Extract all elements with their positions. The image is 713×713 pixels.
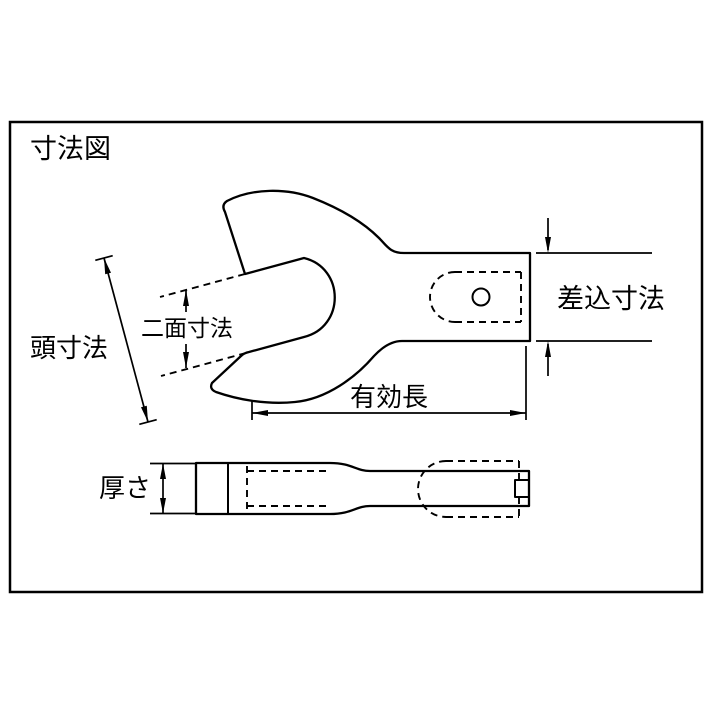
insertion-dimension: 差込寸法 xyxy=(536,218,665,376)
thickness-arrow-top xyxy=(160,463,166,479)
thickness-dimension: 厚さ xyxy=(99,462,196,515)
eff-length-arrow-right xyxy=(510,410,526,416)
side-tang-round-hidden xyxy=(417,460,447,518)
top-view-wrench xyxy=(159,189,532,404)
upper-flat-extension xyxy=(159,273,246,298)
effective-length-dimension: 有効長 xyxy=(251,346,527,420)
eff-length-arrow-left xyxy=(252,410,268,416)
diagram-title: 寸法図 xyxy=(30,134,111,164)
insertion-arrow-bottom xyxy=(545,341,551,357)
wrench-outline xyxy=(209,189,532,404)
flats-dim-arrow-top xyxy=(183,290,189,306)
head-dim-line xyxy=(103,257,149,423)
insertion-dimension-label: 差込寸法 xyxy=(557,284,665,314)
pin-hole xyxy=(471,287,491,307)
across-flats-label: 二面寸法 xyxy=(141,315,233,341)
side-view-outline xyxy=(194,461,531,516)
head-dim-arrow-bottom xyxy=(141,405,148,422)
effective-length-label: 有効長 xyxy=(350,382,428,412)
head-dimension: 頭寸法 xyxy=(30,254,157,426)
flats-dim-arrow-bottom xyxy=(183,352,189,368)
diagram-frame xyxy=(8,120,704,594)
head-dimension-label: 頭寸法 xyxy=(30,333,108,363)
head-dim-arrow-top xyxy=(104,258,111,275)
detent-notch xyxy=(514,479,530,498)
side-view-wrench xyxy=(194,460,531,518)
shank-slot-hidden xyxy=(429,271,456,323)
across-flats-dimension: 二面寸法 xyxy=(141,290,233,368)
thickness-arrow-bottom xyxy=(160,498,166,514)
lower-flat-extension xyxy=(160,352,247,377)
thickness-label: 厚さ xyxy=(99,473,151,503)
insertion-arrow-top xyxy=(545,237,551,253)
